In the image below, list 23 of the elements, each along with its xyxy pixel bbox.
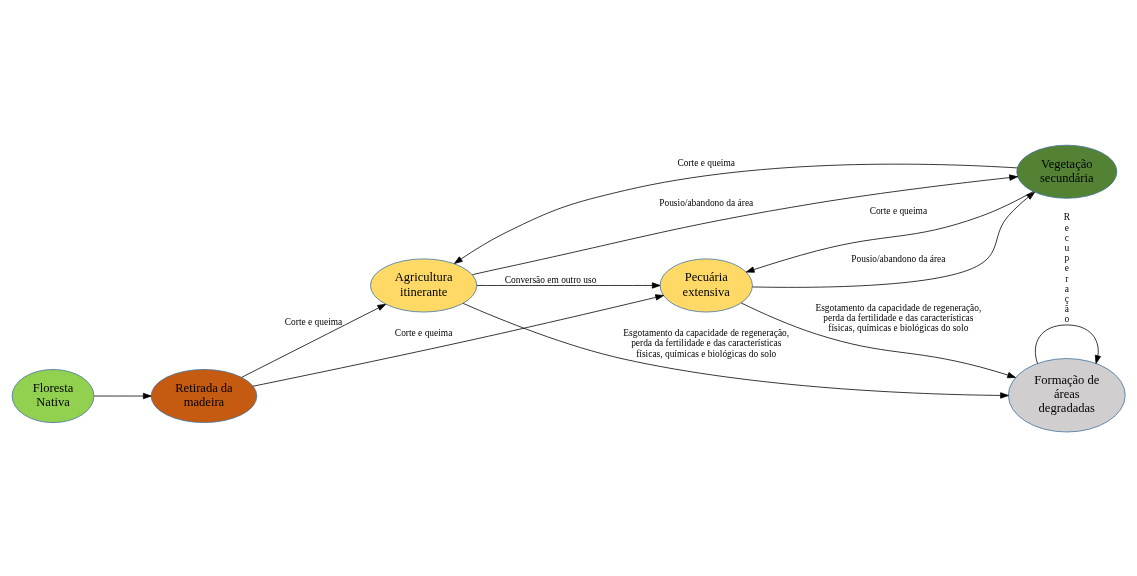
arrow [252,293,664,387]
edge-label: Esgotamento da capacidade de regeneração, perda da fertilidade e das características físicas, químicas e biológicas do solo [623,327,790,359]
node-ellipse: Retirada da madeira [150,368,258,423]
arrow [1035,324,1101,364]
arrow [93,392,152,399]
node-ellipse: Floresta Nativa [11,368,95,423]
edge-label: Pousio/abandono da área [851,253,946,264]
edge-label: Recuperação [1063,211,1070,324]
edge-label: Corte e queima [869,205,928,216]
edge-label: Conversão em outro uso [504,274,597,285]
edge-label: Corte e queima [677,157,735,168]
arrow [462,302,1009,399]
arrow [241,303,387,378]
edge-label: Corte e queima [284,316,343,327]
arrow [751,191,1035,288]
arrow [454,163,1018,264]
arrow [476,281,661,289]
arrow [745,190,1034,273]
edge-label: Esgotamento da capacidade de regeneração, perda da fertilidade e das características físicas, químicas e biológicas do solo [815,302,982,333]
edge-label: Corte e queima [394,327,453,338]
arrow [472,173,1018,275]
arrow [740,302,1016,378]
edge-label: Pousio/abandono da área [659,197,754,208]
